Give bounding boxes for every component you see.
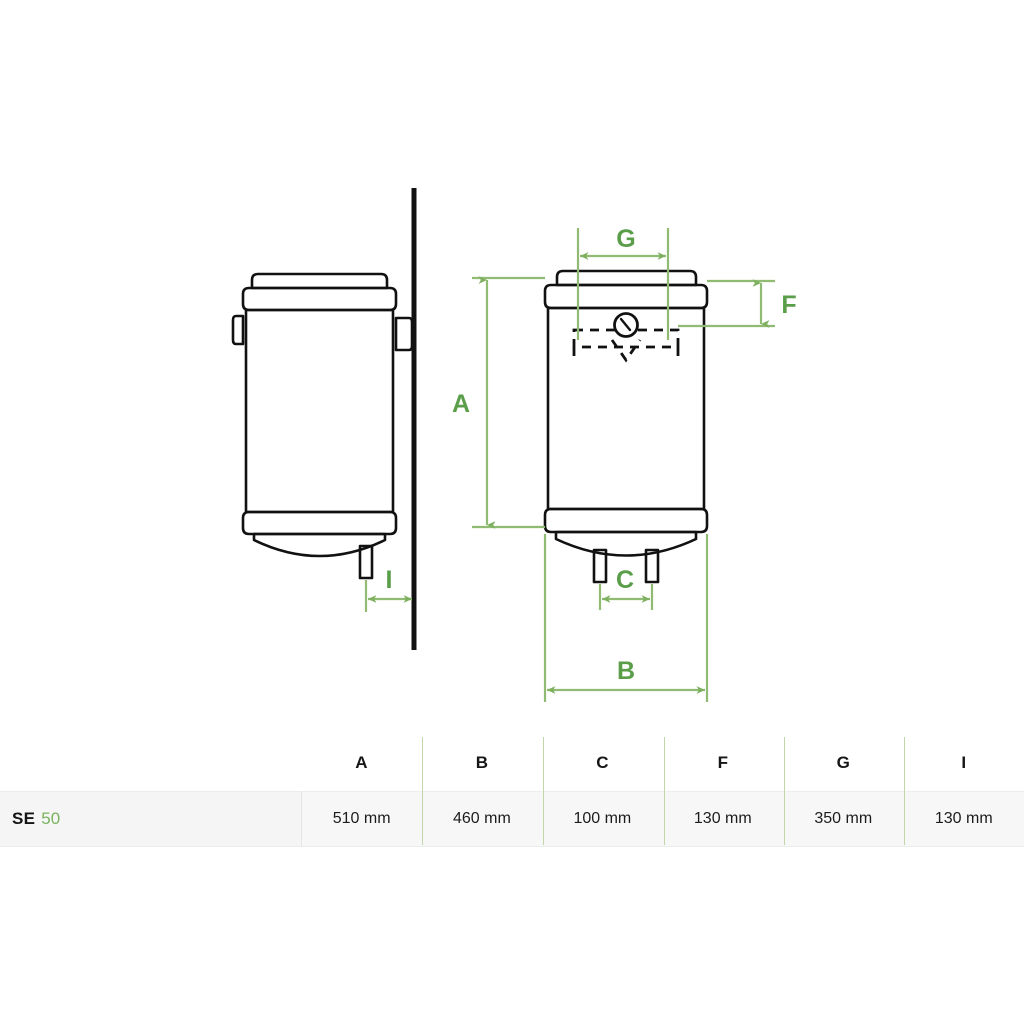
model-size: 50 xyxy=(41,809,61,828)
technical-drawing: A G F C B I xyxy=(0,0,1024,730)
dim-label-C: C xyxy=(616,566,634,594)
dim-label-B: B xyxy=(617,657,635,685)
dimension-table: A B C F G I SE 50 510 mm 460 mm 100 mm 13… xyxy=(0,735,1024,847)
bracket-center-vee xyxy=(610,339,642,363)
dim-label-G: G xyxy=(616,225,635,253)
dim-label-I: I xyxy=(386,566,393,594)
column-separator-3 xyxy=(664,737,665,845)
center-fitting-group xyxy=(613,312,639,338)
cell-value-A: 510 mm xyxy=(301,791,422,847)
cell-value-B: 460 mm xyxy=(421,791,543,847)
header-col-C: C xyxy=(542,735,663,792)
cell-value-C: 100 mm xyxy=(542,791,663,847)
header-col-B: B xyxy=(421,735,543,792)
column-separator-4 xyxy=(784,737,785,845)
side-view-bottom-band xyxy=(241,510,398,536)
dimension-labels-group: A G F C B I xyxy=(386,225,797,685)
front-view-bottom-band xyxy=(543,507,709,534)
side-view-base-dome xyxy=(252,532,387,558)
model-code: SE xyxy=(12,809,36,828)
dim-label-F: F xyxy=(781,291,796,319)
front-view-base-dome xyxy=(554,530,698,557)
column-separator-5 xyxy=(904,737,905,845)
mounting-bracket-hidden xyxy=(572,328,680,363)
column-separator-1 xyxy=(422,737,423,845)
dimension-table-element: A B C F G I SE 50 510 mm 460 mm 100 mm 13… xyxy=(0,735,1024,847)
cell-value-I: 130 mm xyxy=(903,791,1024,847)
header-model xyxy=(0,735,302,792)
fitting-tick xyxy=(619,317,632,332)
dim-label-A: A xyxy=(452,390,470,418)
header-col-F: F xyxy=(662,735,784,792)
cell-model: SE 50 xyxy=(0,791,302,847)
cell-value-F: 130 mm xyxy=(662,791,784,847)
drawing-background xyxy=(0,0,1024,730)
side-view-left-tab xyxy=(231,314,245,346)
column-separator-2 xyxy=(543,737,544,845)
dimension-lines-group xyxy=(364,228,775,702)
header-col-A: A xyxy=(301,735,422,792)
header-col-G: G xyxy=(783,735,904,792)
side-view-pipe xyxy=(358,544,374,580)
side-view-group xyxy=(231,272,414,580)
front-view-left-pipe xyxy=(592,548,608,584)
header-col-I: I xyxy=(903,735,1024,792)
cell-value-G: 350 mm xyxy=(783,791,904,847)
table-header-row: A B C F G I xyxy=(0,735,1024,792)
drawing-canvas: A G F C B I xyxy=(0,0,1024,730)
front-view-group xyxy=(543,269,709,584)
front-view-right-pipe xyxy=(644,548,660,584)
